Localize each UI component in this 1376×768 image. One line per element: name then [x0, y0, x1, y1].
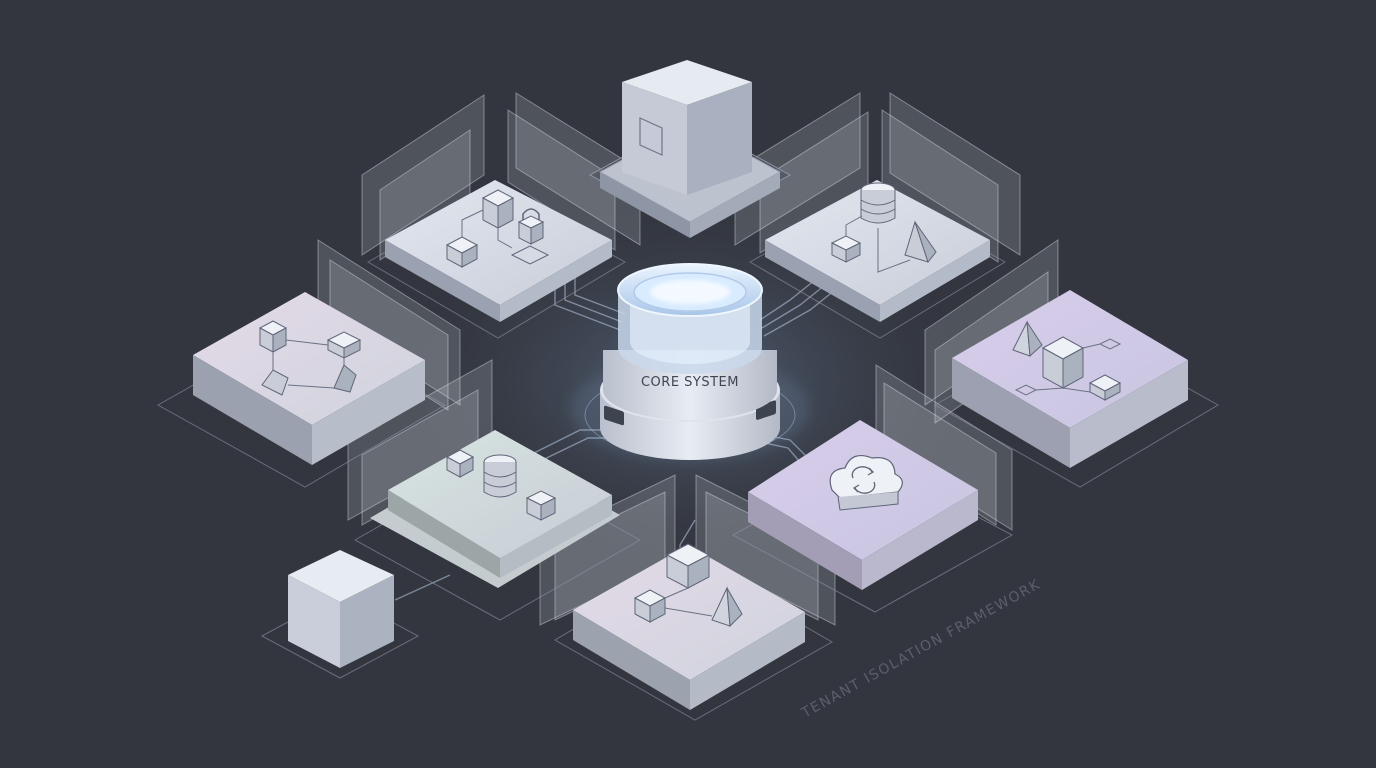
- cube-icon: [258, 320, 288, 353]
- core-system-node: CORE SYSTEM: [570, 263, 810, 462]
- tile-tenant-database: [748, 180, 1006, 339]
- database-icon: [860, 182, 896, 224]
- tile-tenant-compute: [933, 290, 1220, 488]
- cube-icon: [525, 490, 557, 521]
- cube-icon: [445, 449, 475, 478]
- cube-icon: [665, 543, 711, 589]
- prism-icon: [904, 220, 937, 264]
- tile-tenant-cloud-sync: [731, 420, 1014, 613]
- prism-icon: [261, 369, 289, 396]
- tile-tenant-security: [366, 180, 627, 339]
- cube-icon: [481, 189, 515, 229]
- cube-icon: [830, 235, 862, 263]
- top-cube-node: [588, 60, 792, 238]
- tile-tenant-storage: [353, 430, 642, 621]
- cube-icon: [1041, 336, 1085, 389]
- tile-tenant-analytics: [554, 543, 834, 721]
- database-icon: [483, 454, 517, 498]
- cloud-sync-icon: [829, 455, 903, 511]
- cube-icon: [445, 236, 479, 268]
- prism-icon: [333, 364, 357, 393]
- tile-tenant-network: [156, 292, 447, 488]
- lock-icon: [510, 208, 550, 265]
- external-cube-node: [260, 550, 420, 679]
- pyramid-icon: [711, 586, 743, 628]
- cube-icon: [633, 589, 667, 623]
- pyramid-icon: [1012, 320, 1043, 358]
- core-system-label: CORE SYSTEM: [641, 375, 739, 390]
- cube-icon: [1088, 374, 1122, 401]
